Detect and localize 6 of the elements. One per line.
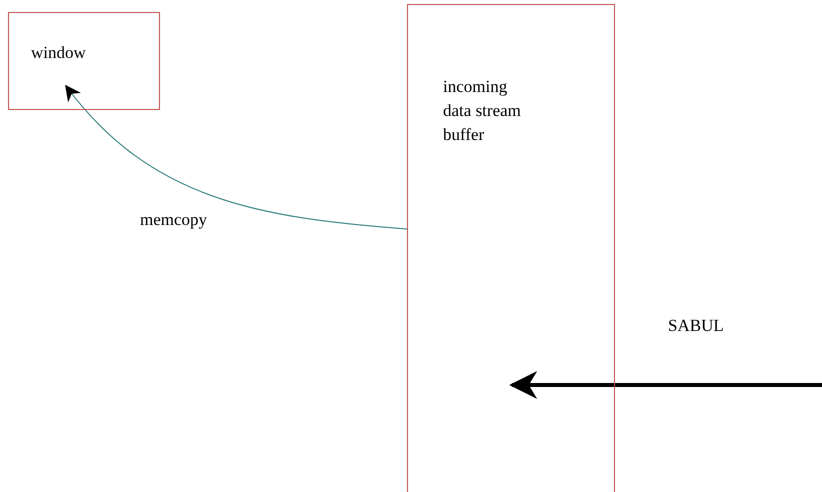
- box-label: window: [31, 42, 87, 64]
- box-label: incoming data stream buffer: [443, 76, 522, 146]
- arrow: [509, 371, 822, 399]
- arrow: [65, 84, 408, 230]
- process-box: [8, 12, 160, 110]
- process-box: [407, 4, 615, 492]
